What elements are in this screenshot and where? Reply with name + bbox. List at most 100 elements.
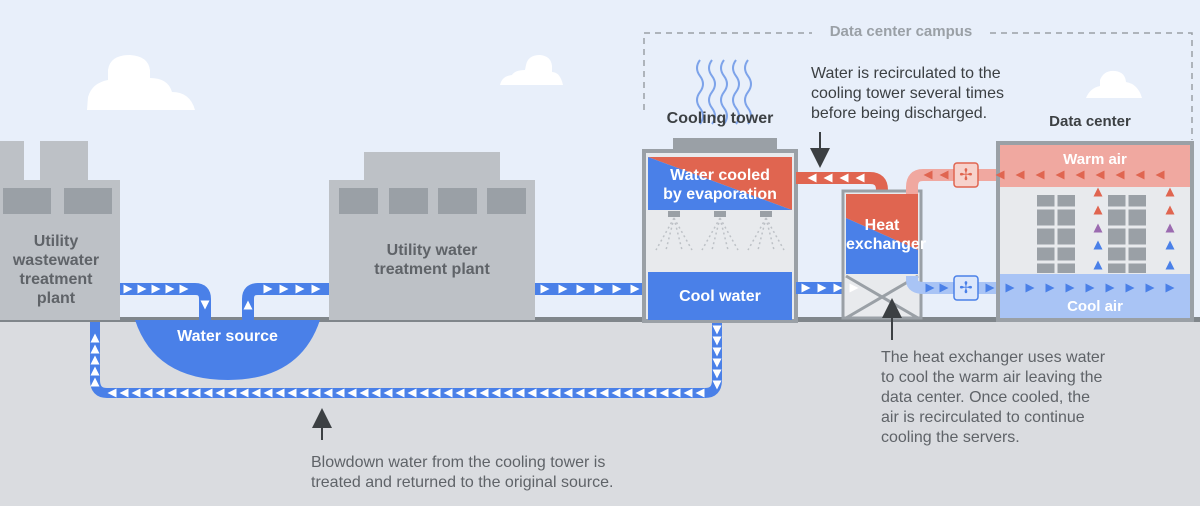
flow-arrow-icon — [215, 388, 225, 398]
flow-arrow-icon — [151, 284, 161, 294]
flow-arrow-icon — [263, 284, 273, 294]
flow-arrow-icon — [1093, 187, 1103, 197]
flow-arrow-icon — [1165, 223, 1175, 233]
flow-arrow-icon — [695, 388, 705, 398]
fan-icon — [953, 275, 979, 301]
flow-arrow-icon — [801, 283, 811, 293]
flow-arrow-icon — [712, 369, 722, 379]
flow-arrow-icon — [287, 388, 297, 398]
flow-arrow-icon — [179, 388, 189, 398]
flow-arrow-icon — [612, 284, 622, 294]
label-line: Utility water — [386, 242, 478, 259]
flow-arrow-icon — [594, 284, 604, 294]
label-line: wastewater — [12, 252, 100, 269]
flow-arrow-icon — [712, 325, 722, 335]
flow-arrow-icon — [311, 284, 321, 294]
flow-arrow-icon — [1125, 283, 1135, 293]
flow-arrow-icon — [923, 170, 933, 180]
note-line: air is recirculated to continue — [881, 409, 1085, 426]
flow-arrow-icon — [575, 388, 585, 398]
flow-arrow-icon — [817, 283, 827, 293]
flow-arrow-icon — [335, 388, 345, 398]
note-line: before being discharged. — [811, 105, 988, 122]
flow-arrow-icon — [1075, 170, 1085, 180]
flow-arrow-icon — [630, 284, 640, 294]
flow-arrow-icon — [279, 284, 289, 294]
warm-air-label: Warm air — [1063, 151, 1127, 168]
flow-arrow-icon — [1045, 283, 1055, 293]
flow-arrow-icon — [599, 388, 609, 398]
flow-arrow-icon — [540, 284, 550, 294]
flow-arrow-icon — [939, 170, 949, 180]
flow-arrow-icon — [1055, 170, 1065, 180]
note-line: The heat exchanger uses water — [881, 349, 1106, 366]
label-line: plant — [36, 290, 76, 307]
flow-arrow-icon — [131, 388, 141, 398]
flow-arrow-icon — [712, 336, 722, 346]
svg-text:✢: ✢ — [959, 278, 972, 297]
flow-arrow-icon — [1165, 205, 1175, 215]
flow-arrow-icon — [1135, 170, 1145, 180]
flow-arrow-icon — [1155, 170, 1165, 180]
flow-arrow-icon — [1165, 240, 1175, 250]
vapor-icon — [696, 59, 752, 125]
flow-arrow-icon — [191, 388, 201, 398]
note-line: treated and returned to the original sou… — [311, 474, 614, 491]
flow-arrow-icon — [647, 388, 657, 398]
flow-arrow-icon — [1093, 223, 1103, 233]
flow-arrow-icon — [407, 388, 417, 398]
flow-arrow-icon — [823, 173, 833, 183]
flow-arrow-icon — [659, 388, 669, 398]
flow-arrow-icon — [227, 388, 237, 398]
flow-arrow-icon — [671, 388, 681, 398]
flow-arrow-icon — [443, 388, 453, 398]
label-line: Heat — [864, 217, 900, 234]
flow-arrow-icon — [107, 388, 117, 398]
note-line: cooling the servers. — [881, 429, 1020, 446]
campus-boundary — [643, 32, 1193, 140]
water-treatment-plant-building — [329, 152, 535, 320]
flow-arrow-icon — [587, 388, 597, 398]
flow-arrow-icon — [431, 388, 441, 398]
flow-arrow-icon — [551, 388, 561, 398]
flow-arrow-icon — [1093, 205, 1103, 215]
flow-arrow-icon — [527, 388, 537, 398]
flow-arrow-icon — [467, 388, 477, 398]
flow-arrow-icon — [1015, 170, 1025, 180]
label-line: exchanger — [846, 236, 927, 253]
note-line: Water is recirculated to the — [811, 65, 1001, 82]
flow-arrow-icon — [839, 173, 849, 183]
note-blowdown: Blowdown water from the cooling tower is… — [311, 453, 691, 493]
flow-arrow-icon — [203, 388, 213, 398]
flow-arrow-icon — [1025, 283, 1035, 293]
flow-arrow-icon — [1065, 283, 1075, 293]
note-heat-exchanger: The heat exchanger uses water to cool th… — [881, 348, 1181, 448]
flow-arrow-icon — [1093, 260, 1103, 270]
flow-arrow-icon — [119, 388, 129, 398]
flow-arrow-icon — [683, 388, 693, 398]
flow-arrow-icon — [295, 284, 305, 294]
cool-water-label: Cool water — [679, 288, 761, 305]
flow-arrow-icon — [90, 355, 100, 365]
flow-arrow-icon — [263, 388, 273, 398]
flow-arrow-icon — [123, 284, 133, 294]
note-line: cooling tower several times — [811, 85, 1004, 102]
flow-arrow-icon — [90, 377, 100, 387]
flow-arrow-icon — [855, 173, 865, 183]
flow-arrow-icon — [311, 388, 321, 398]
flow-arrow-icon — [563, 388, 573, 398]
flow-arrow-icon — [849, 283, 859, 293]
flow-arrow-icon — [712, 347, 722, 357]
flow-arrow-icon — [90, 344, 100, 354]
data-center-building — [996, 141, 1194, 322]
flow-arrow-icon — [395, 388, 405, 398]
flow-arrow-icon — [491, 388, 501, 398]
flow-arrow-icon — [1145, 283, 1155, 293]
heat-exchanger — [841, 189, 923, 320]
flow-arrow-icon — [1035, 170, 1045, 180]
flow-arrow-icon — [165, 284, 175, 294]
flow-arrow-icon — [539, 388, 549, 398]
water-cooled-label: Water cooled by evaporation — [648, 166, 792, 204]
flow-arrow-icon — [383, 388, 393, 398]
flow-arrow-icon — [1115, 170, 1125, 180]
